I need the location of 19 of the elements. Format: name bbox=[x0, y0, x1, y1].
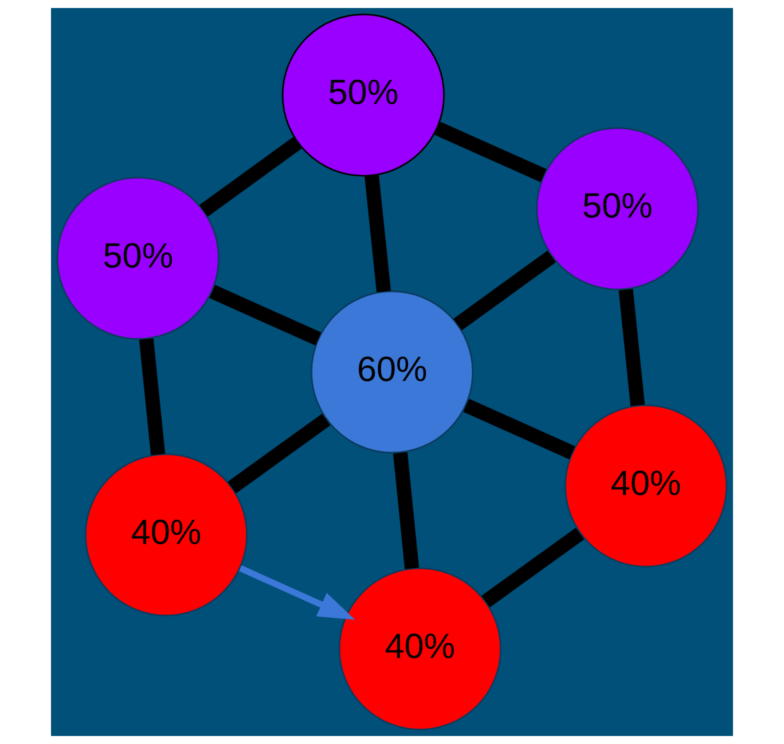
connector bbox=[434, 122, 547, 182]
arrow bbox=[238, 565, 356, 620]
connector bbox=[139, 338, 166, 456]
connector bbox=[364, 175, 391, 292]
node-circle: 40% bbox=[84, 453, 248, 616]
connector bbox=[393, 452, 420, 570]
connector bbox=[618, 288, 645, 406]
node-circle: 40% bbox=[564, 404, 728, 568]
connector bbox=[228, 414, 330, 494]
node-circle: 50% bbox=[56, 176, 220, 340]
connector bbox=[453, 250, 556, 330]
node-circle: 40% bbox=[338, 567, 502, 730]
connector bbox=[209, 284, 322, 346]
node-circle: 50% bbox=[282, 14, 445, 177]
node-circle: 60% bbox=[310, 290, 474, 454]
connector bbox=[481, 528, 584, 608]
connector bbox=[199, 136, 302, 217]
connector bbox=[463, 398, 576, 460]
node-circle: 50% bbox=[536, 127, 699, 290]
